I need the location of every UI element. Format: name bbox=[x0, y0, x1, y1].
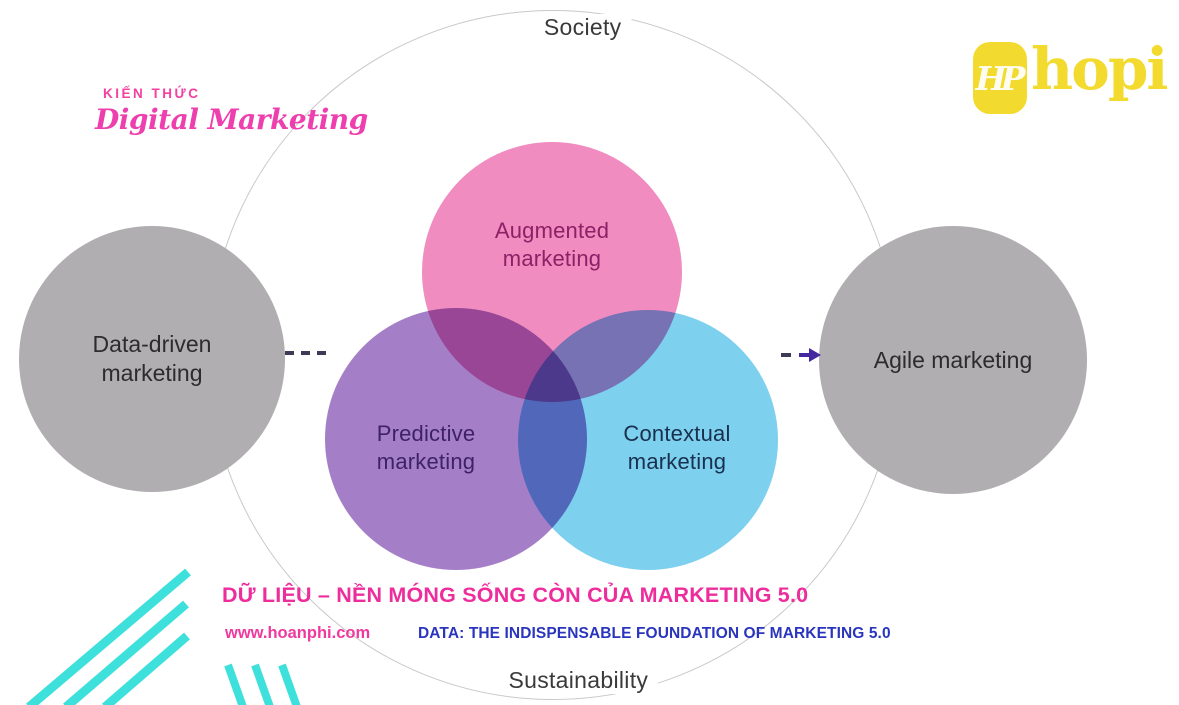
data-driven-marketing-label: Data-driven marketing bbox=[92, 331, 212, 386]
sustainability-label: Sustainability bbox=[498, 667, 659, 694]
agile-marketing-circle: Agile marketing bbox=[819, 226, 1087, 494]
footer-title-vi: DỮ LIỆU – NỀN MÓNG SỐNG CÒN CỦA MARKETIN… bbox=[222, 583, 809, 607]
hopi-logo-text: hopi bbox=[1031, 35, 1168, 103]
dashed-connector-left bbox=[285, 351, 331, 355]
brand-tagline-top: KIẾN THỨC bbox=[103, 86, 201, 101]
footer-website: www.hoanphi.com bbox=[225, 624, 371, 642]
footer-title-en: DATA: THE INDISPENSABLE FOUNDATION OF MA… bbox=[418, 625, 891, 642]
hopi-monogram: HP bbox=[975, 58, 1026, 98]
hopi-logo: HP hopi bbox=[973, 35, 1168, 114]
decorative-stripes bbox=[26, 568, 301, 705]
predictive-marketing-label: Predictive marketing bbox=[376, 421, 476, 474]
contextual-marketing-label: Contextual marketing bbox=[623, 421, 731, 474]
society-label: Society bbox=[533, 14, 632, 41]
dashed-arrow-right bbox=[781, 348, 821, 362]
brand-tagline-script: Digital Marketing bbox=[95, 103, 368, 136]
contextual-marketing-circle bbox=[518, 310, 778, 570]
data-driven-marketing-circle: Data-driven marketing bbox=[19, 226, 285, 492]
hopi-logo-mark-icon: HP bbox=[973, 42, 1027, 114]
augmented-marketing-label: Augmented marketing bbox=[494, 218, 610, 271]
agile-marketing-label: Agile marketing bbox=[873, 346, 1033, 373]
